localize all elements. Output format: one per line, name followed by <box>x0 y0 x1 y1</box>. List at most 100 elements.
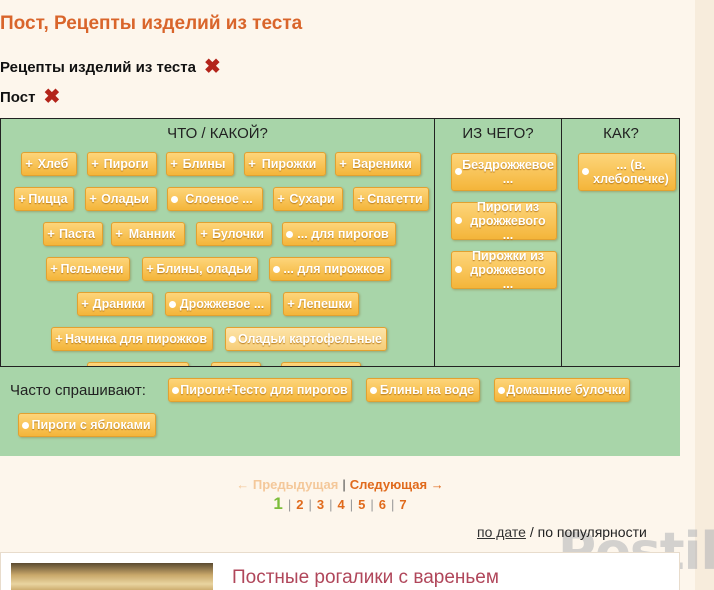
pin-title[interactable]: Постные рогалики с вареньем <box>232 567 499 588</box>
tag-suggest[interactable]: ... (в. хлебопечке) <box>578 153 676 191</box>
tag-suggest[interactable]: Бездрожжевое ... <box>451 153 557 191</box>
tag-add[interactable]: Манник <box>111 222 185 246</box>
tag-partial[interactable] <box>87 362 189 366</box>
tag-add[interactable]: Драники <box>77 292 153 316</box>
page-number[interactable]: 5 <box>358 497 366 512</box>
plus-icon <box>18 195 26 203</box>
right-margin <box>695 0 714 590</box>
tag-partial[interactable] <box>281 362 361 366</box>
page-number[interactable]: 2 <box>296 497 304 512</box>
dot-icon <box>582 168 589 175</box>
column-header: ИЗ ЧЕГО? <box>462 125 534 142</box>
sort-by-date-link[interactable]: по дате <box>477 524 526 540</box>
tag-label: Блины, оладьи <box>156 262 252 276</box>
tag-add[interactable]: Оладьи <box>85 187 157 211</box>
pin-card[interactable]: Постные рогалики с вареньем <box>0 552 680 590</box>
page-number[interactable]: 6 <box>378 497 386 512</box>
tag-add[interactable]: Булочки <box>196 222 272 246</box>
plus-icon <box>91 160 99 168</box>
next-page-link[interactable]: Следующая → <box>349 477 444 492</box>
tag-label: ... для пирожков <box>283 262 385 276</box>
tag-add[interactable]: Лепешки <box>283 292 359 316</box>
remove-filter-icon[interactable]: ✖ <box>43 86 61 108</box>
faq-tag[interactable]: Блины на воде <box>366 378 480 402</box>
page-number[interactable]: 3 <box>316 497 325 512</box>
pager-nav: ← Предыдущая|Следующая → <box>0 477 680 492</box>
tag-label: Сухари <box>289 192 335 206</box>
tag-add[interactable]: Блины, оладьи <box>142 257 258 281</box>
dot-icon <box>273 266 280 273</box>
tag-label: Лепешки <box>297 297 353 311</box>
faq-tag[interactable]: Домашние булочки <box>494 378 630 402</box>
column-what: ЧТО / КАКОЙ? Хлеб Пироги Блины Пирожки В… <box>1 119 434 366</box>
tag-add[interactable]: Пицца <box>14 187 74 211</box>
dot-icon <box>286 231 293 238</box>
plus-icon <box>339 160 347 168</box>
tag-suggest[interactable]: Слоеное ... <box>167 187 263 211</box>
tag-label: Спагетти <box>367 192 423 206</box>
page-title: Пост, Рецепты изделий из теста <box>0 13 303 34</box>
tag-label: Манник <box>128 227 176 241</box>
tag-add[interactable]: Пироги <box>87 152 157 176</box>
sort-by-popularity: по популярности <box>537 524 647 540</box>
tag-suggest[interactable]: Дрожжевое ... <box>165 292 271 316</box>
faq-tag[interactable]: Пироги с яблоками <box>18 413 156 437</box>
tag-suggest[interactable]: Пирожки из дрожжевого ... <box>451 249 557 291</box>
plus-icon <box>200 230 208 238</box>
sort-separator: / <box>529 524 534 540</box>
pin-thumbnail[interactable] <box>11 563 213 590</box>
tag-label: Драники <box>92 297 146 311</box>
tag-suggest[interactable]: Оладьи картофельные <box>225 327 387 351</box>
dot-icon <box>172 387 179 394</box>
tag-add[interactable]: Паста <box>43 222 103 246</box>
tag-label: ... для пирогов <box>297 227 389 241</box>
tag-label: ... (в. хлебопечке) <box>593 158 669 186</box>
column-how: КАК? ... (в. хлебопечке) <box>561 119 680 366</box>
tag-add[interactable]: Блины <box>166 152 234 176</box>
tag-label: Оладьи картофельные <box>237 332 383 346</box>
plus-icon <box>170 160 178 168</box>
page-number[interactable]: 7 <box>399 497 407 512</box>
tag-add[interactable]: Вареники <box>335 152 421 176</box>
page-number[interactable]: 4 <box>337 497 345 512</box>
plus-icon <box>81 300 89 308</box>
pager-separator: | <box>342 477 346 492</box>
tag-label: Булочки <box>212 227 264 241</box>
plus-icon <box>277 195 285 203</box>
tag-add[interactable]: Пирожки <box>244 152 326 176</box>
filter-label: Рецепты изделий из теста <box>0 58 196 76</box>
tag-add[interactable]: Пельмени <box>46 257 130 281</box>
tag-add[interactable]: Спагетти <box>353 187 429 211</box>
tag-filter-panel: ЧТО / КАКОЙ? Хлеб Пироги Блины Пирожки В… <box>0 118 680 456</box>
tag-grid: ЧТО / КАКОЙ? Хлеб Пироги Блины Пирожки В… <box>0 118 680 367</box>
tag-label: Блины на воде <box>379 383 475 397</box>
tag-add[interactable]: Начинка для пирожков <box>51 327 213 351</box>
faq-tag[interactable]: Пироги+Тесто для пирогов <box>168 378 352 402</box>
sort-controls: по дате / по популярности <box>477 524 647 540</box>
plus-icon <box>115 230 123 238</box>
tag-suggest[interactable]: Пироги из дрожжевого ... <box>451 200 557 242</box>
dot-icon <box>455 168 462 175</box>
dot-icon <box>455 266 462 273</box>
dot-icon <box>22 422 29 429</box>
remove-filter-icon[interactable]: ✖ <box>203 56 221 78</box>
tag-label: Паста <box>59 227 95 241</box>
dot-icon <box>171 196 178 203</box>
tag-suggest[interactable]: ... для пирогов <box>282 222 396 246</box>
prev-page-link[interactable]: ← Предыдущая <box>236 477 339 492</box>
plus-icon <box>248 160 256 168</box>
tag-label: Пельмени <box>60 262 124 276</box>
column-header: КАК? <box>603 125 639 142</box>
tag-add[interactable]: Хлеб <box>21 152 77 176</box>
tag-partial[interactable] <box>211 362 261 366</box>
plus-icon <box>47 230 55 238</box>
tag-label: Пирожки <box>261 157 317 171</box>
plus-icon <box>25 160 33 168</box>
tag-add[interactable]: Сухари <box>273 187 343 211</box>
tag-suggest[interactable]: ... для пирожков <box>269 257 391 281</box>
dot-icon <box>370 387 377 394</box>
pager-pages: 1|2|3|4|5|6|7 <box>273 494 407 513</box>
active-filter-dough: Рецепты изделий из теста ✖ <box>0 57 221 77</box>
tag-label: Слоеное ... <box>185 192 253 206</box>
tag-label: Бездрожжевое ... <box>462 158 554 186</box>
